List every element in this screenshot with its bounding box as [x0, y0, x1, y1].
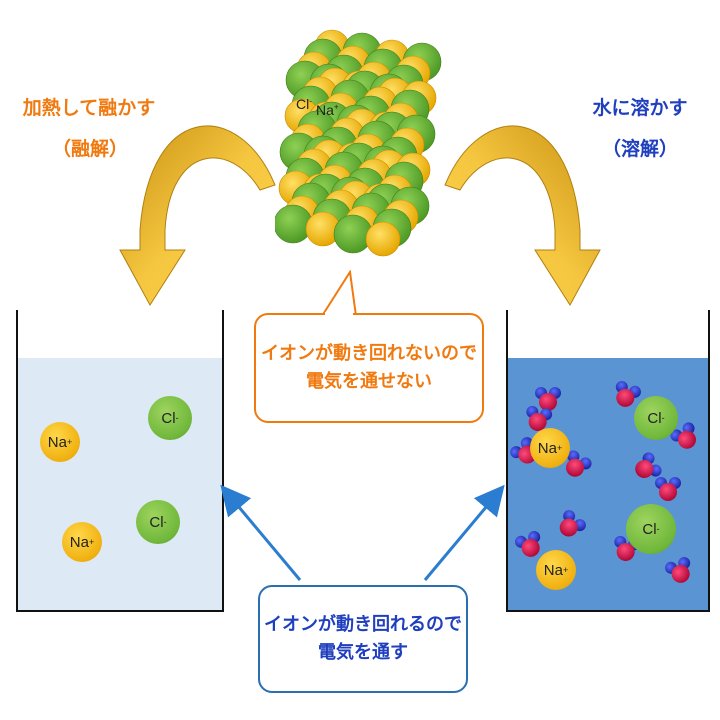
water-molecule: [515, 531, 541, 557]
water-molecule: [615, 381, 641, 407]
water-molecule: [655, 477, 681, 501]
molten-na-ion-1: Na+: [40, 422, 80, 462]
water-molecules: [510, 381, 696, 583]
melting-title: 加熱して融かす: [22, 97, 156, 119]
cannot-conduct-line-1: イオンが動き回れないので: [261, 343, 477, 364]
can-conduct-line-1: イオンが動き回れるので: [264, 614, 462, 635]
dissolving-arrow: [444, 125, 601, 306]
water-cl-ion-2: Cl-: [626, 504, 676, 554]
molten-cl-ion-1: Cl-: [148, 396, 192, 440]
crystal-cl-ball: [333, 214, 373, 254]
molten-cl-ion-2: Cl-: [136, 500, 180, 544]
can-conduct-line-2: 電気を通す: [318, 642, 408, 663]
top-bubble-tail: [321, 270, 357, 317]
cannot-conduct-bubble: イオンが動き回れないので 電気を通せない: [254, 313, 484, 423]
crystal-na-ball: [365, 221, 401, 257]
water-molecule: [566, 450, 592, 477]
crystal-cl-label: Cl-: [296, 96, 312, 112]
cannot-conduct-line-2: 電気を通せない: [306, 371, 432, 392]
top-bubble-tail-cover: [325, 312, 353, 316]
melting-arrow: [119, 125, 276, 306]
water-molecule: [635, 452, 662, 478]
conducts-arrows: [220, 484, 505, 581]
nacl-crystal: [275, 29, 442, 257]
water-molecule: [665, 557, 691, 583]
dissolving-title: 水に溶かす: [592, 97, 688, 119]
molten-liquid: [18, 358, 222, 610]
melting-subtitle: （融解）: [51, 138, 128, 160]
dissolving-subtitle: （溶解）: [601, 138, 678, 160]
water-cl-ion-1: Cl-: [634, 396, 678, 440]
water-molecule: [526, 405, 553, 431]
molten-na-ion-2: Na+: [62, 522, 102, 562]
molten-beaker: [16, 310, 224, 612]
water-molecule: [559, 510, 586, 537]
water-na-ion-2: Na+: [536, 550, 576, 590]
water-molecule: [535, 387, 561, 411]
water-molecule: [670, 422, 696, 449]
crystal-na-label: Na+: [316, 102, 339, 118]
water-na-ion-1: Na+: [530, 428, 570, 468]
can-conduct-bubble: イオンが動き回れるので 電気を通す: [258, 585, 468, 693]
